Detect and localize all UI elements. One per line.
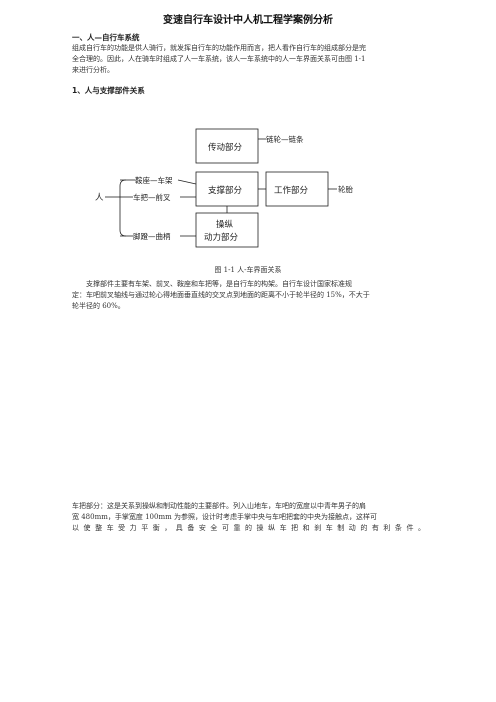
label-box-support: 支撑部分 [208, 185, 243, 196]
label-person: 人 [95, 193, 104, 203]
label-box-power-line1: 操纵 [216, 219, 234, 230]
figure-caption: 图 1-1 人-车界面关系 [214, 266, 282, 274]
connector-top-to-support [177, 179, 197, 185]
subsection-heading: 1、人与支撑部件关系 [72, 86, 145, 95]
paragraph-line: 定：车吧前叉轴线与通过轮心得地面垂直线的交叉点到地面的距离不小于轮半径的 15%… [72, 291, 370, 299]
label-tire: 轮胎 [338, 184, 353, 194]
label-branch-bottom: 脚蹬—曲柄 [133, 231, 171, 241]
label-box-power-line2: 动力部分 [204, 232, 239, 243]
paragraph-line: 宽 480mm，手掌宽度 100mm 为参照，设计时考虑手掌中央与车吧把套的中央… [72, 513, 377, 521]
paragraph-line: 支撑部件主要有车架、前叉、鞍座和车把等，是自行车的构架。自行车设计国家标准规 [86, 280, 352, 288]
relationship-diagram: 人 鞍座—车架 车把—前叉 脚蹬—曲柄 传动部分 支撑部分 工作部分 操纵 动力… [95, 128, 353, 248]
section-paragraph: 组成自行车的功能是供人骑行，就发挥自行车的功能作用而言，把人看作自行车的组成部分… [72, 43, 428, 76]
box-transmission-frame [195, 128, 259, 164]
paragraph-line: 全合理的。因此，人在骑车时组成了人一车系统，该人一车系统中的人一车界面关系可由图… [72, 55, 366, 63]
label-box-work: 工作部分 [274, 185, 309, 196]
paragraph-line: 轮半径的 60%。 [72, 302, 125, 310]
paragraph-line: 来进行分析。 [72, 66, 114, 74]
paragraph-line: 车把部分：这是关系到操纵和制动性能的主要部件。列入山地车，车吧的宽度以中青年男子… [72, 502, 366, 510]
label-branch-mid: 车把—前叉 [133, 192, 171, 202]
support-paragraph: 支撑部件主要有车架、前叉、鞍座和车把等，是自行车的构架。自行车设计国家标准规 定… [72, 279, 428, 312]
connector-bracket [119, 179, 127, 237]
paragraph-line: 组成自行车的功能是供人骑行，就发挥自行车的功能作用而言，把人看作自行车的组成部分… [72, 44, 366, 52]
page-title: 变速自行车设计中人机工程学案例分析 [163, 15, 333, 26]
handlebar-paragraph: 车把部分：这是关系到操纵和制动性能的主要部件。列入山地车，车吧的宽度以中青年男子… [72, 501, 428, 534]
label-box-transmission: 传动部分 [208, 142, 243, 153]
paragraph-line: 以使整车受力平衡，具备安全可靠的操纵车把和刹车制动的有利条件。 [72, 524, 428, 532]
label-branch-top: 鞍座—车架 [135, 175, 173, 185]
section-heading: 一、人—自行车系统 [72, 33, 140, 42]
label-chain: 链轮—链条 [266, 134, 304, 144]
